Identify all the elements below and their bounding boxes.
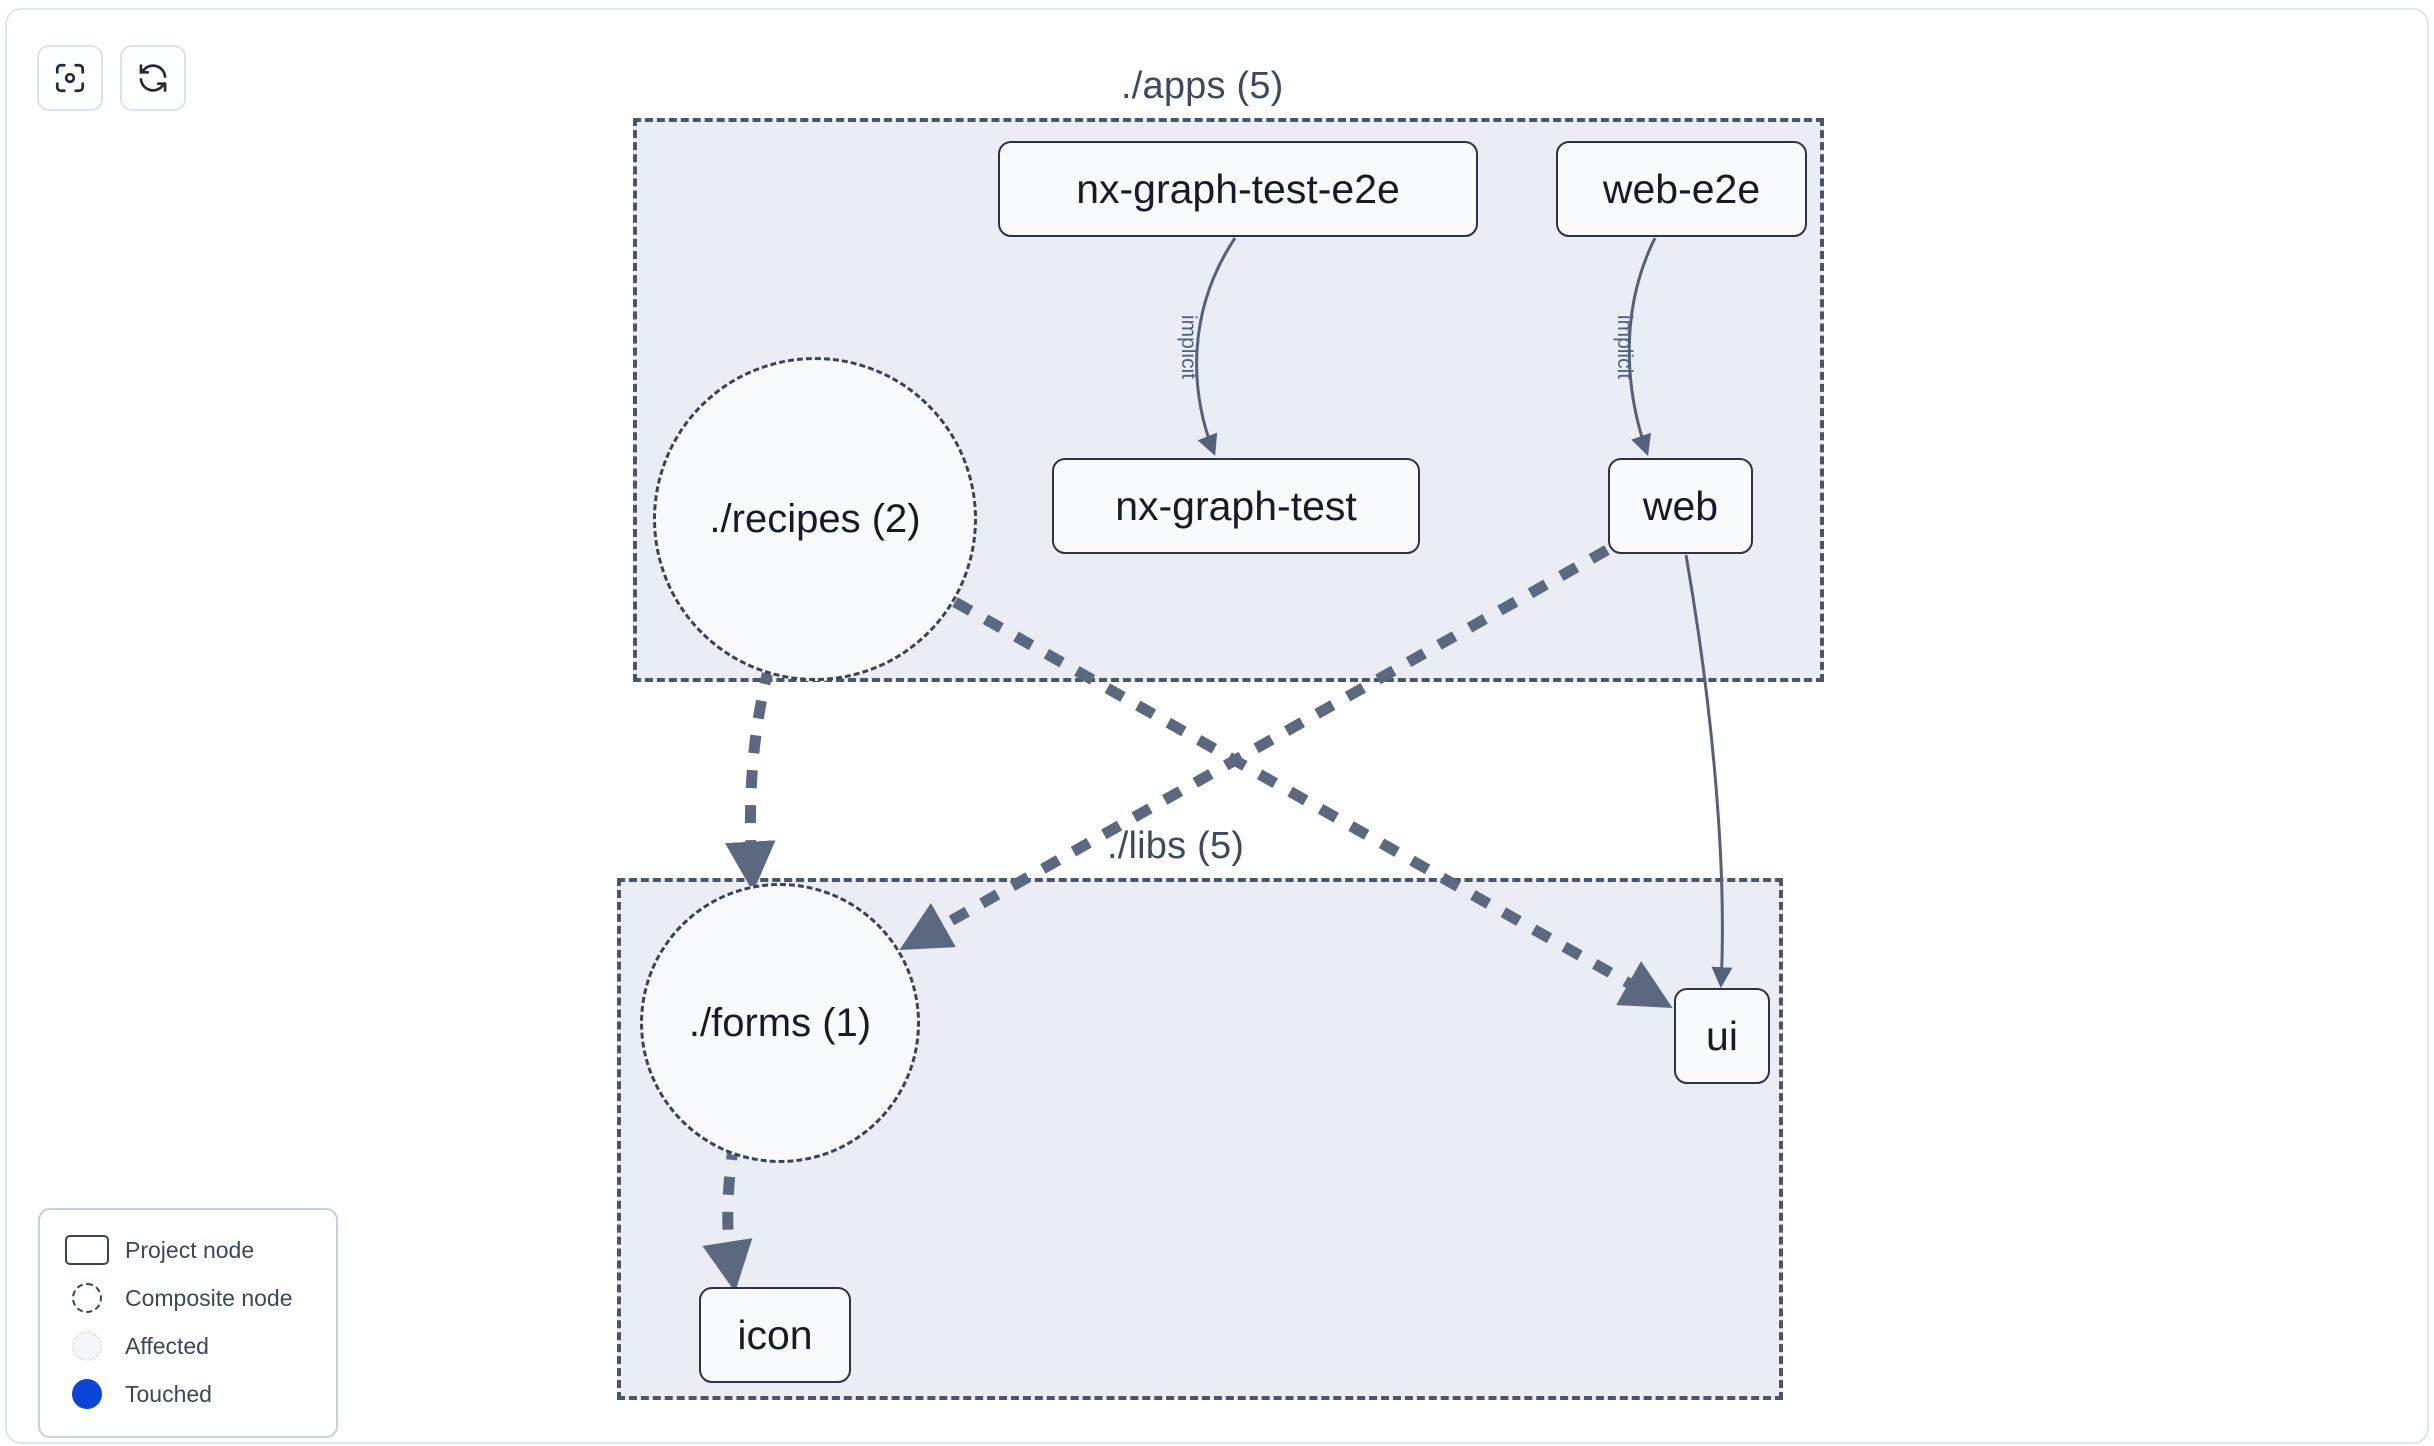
- edge-label-implicit-nx-graph-test: implicit: [1177, 314, 1201, 380]
- refresh-button[interactable]: [120, 45, 186, 111]
- group-apps-label: ./apps (5): [1121, 65, 1284, 107]
- legend-label-project-node: Project node: [125, 1236, 255, 1263]
- edge-label-implicit-web: implicit: [1613, 314, 1637, 380]
- legend-label-affected: Affected: [125, 1332, 209, 1359]
- graph-canvas[interactable]: ./apps (5) ./libs (5): [7, 10, 2427, 1442]
- node-forms[interactable]: ./forms (1): [640, 883, 920, 1163]
- node-icon[interactable]: icon: [699, 1287, 851, 1383]
- group-libs-label: ./libs (5): [1107, 825, 1245, 867]
- graph-legend: Project node Composite node Affected Tou…: [38, 1208, 338, 1438]
- legend-item-composite-node: Composite node: [60, 1274, 316, 1322]
- focus-target-icon: [53, 61, 87, 95]
- legend-label-composite-node: Composite node: [125, 1284, 293, 1311]
- legend-item-touched: Touched: [60, 1370, 316, 1418]
- refresh-icon: [136, 61, 170, 95]
- node-recipes[interactable]: ./recipes (2): [653, 357, 977, 681]
- project-node-swatch: [60, 1235, 114, 1265]
- graph-panel: ./apps (5) ./libs (5): [5, 8, 2429, 1444]
- node-ui[interactable]: ui: [1674, 988, 1770, 1084]
- affected-swatch: [60, 1331, 114, 1361]
- node-nx-graph-test-e2e[interactable]: nx-graph-test-e2e: [998, 141, 1478, 237]
- legend-item-project-node: Project node: [60, 1226, 316, 1274]
- node-nx-graph-test[interactable]: nx-graph-test: [1052, 458, 1420, 554]
- touched-swatch: [60, 1379, 114, 1409]
- graph-toolbar: [37, 45, 186, 111]
- focus-view-button[interactable]: [37, 45, 103, 111]
- legend-label-touched: Touched: [125, 1380, 212, 1407]
- legend-item-affected: Affected: [60, 1322, 316, 1370]
- node-web-e2e[interactable]: web-e2e: [1556, 141, 1807, 237]
- node-web[interactable]: web: [1608, 458, 1753, 554]
- composite-node-swatch: [60, 1283, 114, 1313]
